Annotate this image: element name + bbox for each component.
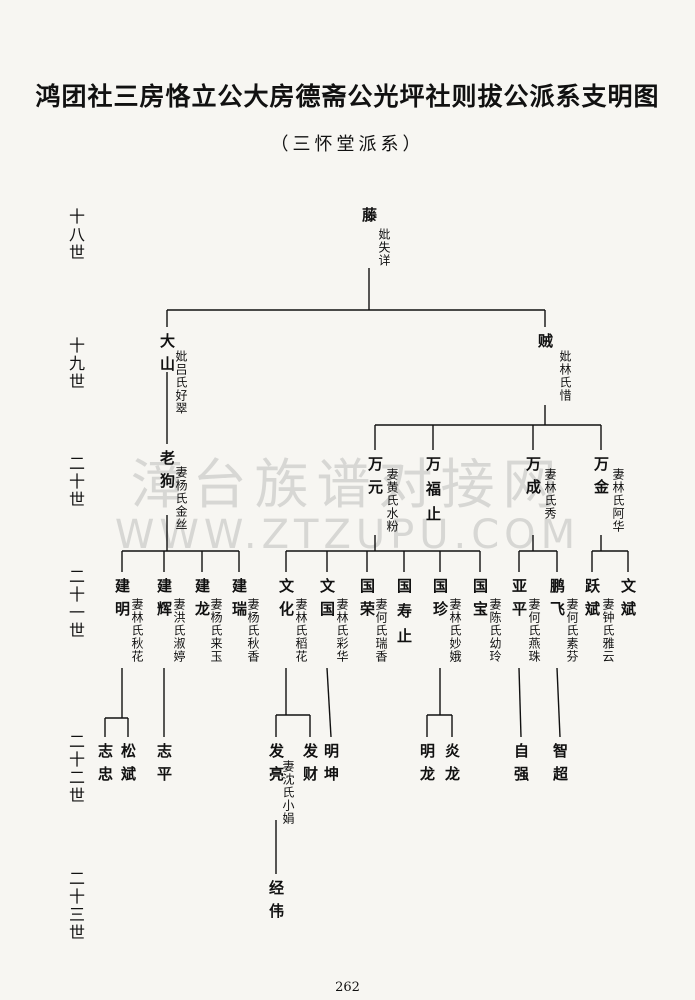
person-name: 炎龙 [443, 743, 461, 789]
person-name: 老狗 [158, 450, 176, 496]
page-subtitle: （三怀堂派系） [270, 134, 425, 155]
tree-connector [326, 667, 332, 738]
person-name: 明龙 [418, 743, 436, 789]
spouse-note: 妻林氏阿华 [611, 468, 625, 533]
person-name: 建瑞 [230, 578, 248, 624]
spouse-note: 妻何氏燕珠 [527, 598, 541, 663]
person-name: 自强 [512, 743, 530, 789]
person-name: 国宝 [471, 578, 489, 624]
spouse-note: 妻洪氏淑婷 [172, 598, 186, 663]
person-name: 国寿止 [395, 578, 413, 653]
person-name: 发财 [301, 743, 319, 789]
tree-connector [556, 667, 561, 738]
person-name: 文斌 [619, 578, 637, 624]
person-name: 万福止 [424, 456, 442, 531]
person-name: 跃斌 [583, 578, 601, 624]
person-name: 文国 [318, 578, 336, 624]
spouse-note: 妻沈氏小娟 [281, 760, 295, 825]
person-name: 建辉 [155, 578, 173, 624]
person-name: 文化 [277, 578, 295, 624]
spouse-note: 妻杨氏秋香 [246, 598, 260, 663]
person-name: 贼 [536, 333, 554, 356]
person-name: 松斌 [119, 743, 137, 789]
spouse-note: 妻陈氏幼玲 [488, 598, 502, 663]
spouse-note: 妻林氏妙娥 [448, 598, 462, 663]
person-name: 志平 [155, 743, 173, 789]
person-name: 亚平 [510, 578, 528, 624]
person-name: 发亮 [267, 743, 285, 789]
person-name: 鹏飞 [548, 578, 566, 624]
generation-label: 二十二世 [66, 733, 85, 805]
spouse-note: 妻林氏秀 [543, 468, 557, 520]
spouse-note: 妻钟氏雅云 [601, 598, 615, 663]
page-number: 262 [335, 980, 360, 995]
generation-label: 二十三世 [66, 870, 85, 942]
person-name: 万元 [366, 456, 384, 502]
spouse-note: 妻何氏瑞香 [374, 598, 388, 663]
person-name: 智超 [551, 743, 569, 789]
person-name: 国荣 [358, 578, 376, 624]
spouse-note: 妻林氏稻花 [294, 598, 308, 663]
person-name: 明坤 [322, 743, 340, 789]
person-name: 藤 [360, 207, 378, 230]
spouse-note: 妣失详 [377, 228, 391, 267]
person-name: 经伟 [267, 880, 285, 926]
page-title: 鸿团社三房恪立公大房德斋公光坪社则拔公派系支明图 [35, 82, 660, 111]
generation-label: 十九世 [66, 337, 85, 391]
person-name: 志忠 [96, 743, 114, 789]
spouse-note: 妻杨氏来玉 [209, 598, 223, 663]
spouse-note: 妣林氏惜 [558, 350, 572, 402]
spouse-note: 妣吕氏好翠 [174, 350, 188, 415]
spouse-note: 妻黄氏水粉 [385, 468, 399, 533]
generation-label: 二十世 [66, 455, 85, 509]
person-name: 万成 [524, 456, 542, 502]
generation-label: 二十一世 [66, 568, 85, 640]
person-name: 万金 [592, 456, 610, 502]
spouse-note: 妻林氏秋花 [130, 598, 144, 663]
person-name: 建明 [113, 578, 131, 624]
tree-connector [518, 667, 522, 738]
person-name: 国珍 [431, 578, 449, 624]
generation-label: 十八世 [66, 208, 85, 262]
spouse-note: 妻杨氏金丝 [174, 466, 188, 531]
person-name: 大山 [158, 333, 176, 379]
spouse-note: 妻林氏彩华 [335, 598, 349, 663]
spouse-note: 妻何氏素芬 [565, 598, 579, 663]
person-name: 建龙 [193, 578, 211, 624]
